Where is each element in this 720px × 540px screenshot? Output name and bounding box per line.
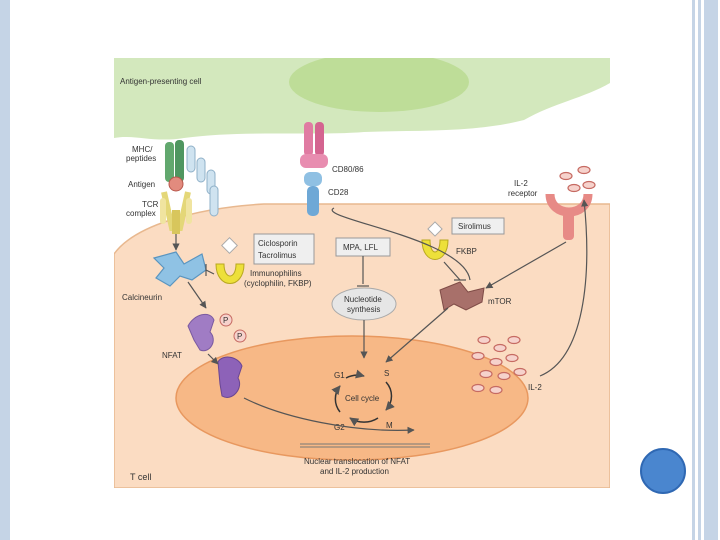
il2-molecules-nucleus <box>471 335 527 395</box>
immunophilin <box>215 263 245 284</box>
il2-molecules-outside <box>559 165 596 193</box>
cd80-label: CD80/86 <box>332 165 364 174</box>
nucleus <box>175 335 529 461</box>
slide-dot-ornament <box>640 448 686 494</box>
nucleotide-synthesis-node <box>331 287 397 321</box>
il2-receptor-label-line1: IL-2 <box>514 179 528 188</box>
arrow-receptor-to-mtor <box>485 241 567 289</box>
mhc-label-line2: peptides <box>126 154 156 163</box>
mtor-label: mTOR <box>488 297 512 306</box>
apc-label: Antigen-presenting cell <box>120 77 202 86</box>
immunophilin-drug-diamond <box>221 237 238 254</box>
phosphate-label: P <box>223 316 228 325</box>
s-label: S <box>384 369 389 378</box>
antigen-label: Antigen <box>128 180 155 189</box>
calcineurin-label: Calcineurin <box>122 293 162 302</box>
nfat-label: NFAT <box>162 351 182 360</box>
arrow-tcr-cd28-to-mtor <box>331 207 471 281</box>
sirolimus-box <box>451 217 505 235</box>
antigen-peptide <box>168 176 184 192</box>
left-frame-border <box>0 0 10 540</box>
cd28-molecule <box>304 172 322 216</box>
phosphate-label-released: P <box>237 332 242 341</box>
nucleotide-label-line1: Nucleotide <box>344 295 382 304</box>
tacrolimus-label: Tacrolimus <box>258 251 296 260</box>
arrow-nfat-nuclear-to-cycle <box>243 397 415 434</box>
nfat-nuclear <box>217 356 243 398</box>
arrow-il2-to-receptor <box>539 199 589 377</box>
inhibit-immunophilin-calcineurin <box>205 269 215 275</box>
fkbp-label: FKBP <box>456 247 477 256</box>
immunosuppression-pathway-diagram: Antigen-presenting cell T cell MHC/ pept… <box>113 52 611 489</box>
tcr-complex <box>160 191 192 234</box>
g1-label: G1 <box>334 371 345 380</box>
arrow-fkbp-to-mtor <box>443 261 461 281</box>
g2-label: G2 <box>334 423 345 432</box>
cell-cycle-label: Cell cycle <box>345 394 380 403</box>
right-frame-border <box>690 0 720 540</box>
mhc-peptide-complex <box>165 140 219 217</box>
nuclear-translocation-line2: and IL-2 production <box>320 467 389 476</box>
phosphate-group <box>219 313 233 327</box>
arrow-calcineurin-to-nfat <box>187 281 207 309</box>
apc-nucleus <box>289 52 469 112</box>
il2-label: IL-2 <box>528 383 542 392</box>
calcineurin <box>152 251 207 287</box>
ciclosporin-tacrolimus-box <box>253 233 315 265</box>
phosphate-group-released <box>233 329 247 343</box>
tcr-label-line1: TCR <box>142 200 159 209</box>
nucleotide-label-line2: synthesis <box>347 305 380 314</box>
cd28-label: CD28 <box>328 188 349 197</box>
il2-receptor-label-line2: receptor <box>508 189 538 198</box>
mhc-label-line1: MHC/ <box>132 145 153 154</box>
immunophilins-label-line1: Immunophilins <box>250 269 302 278</box>
m-label: M <box>386 421 393 430</box>
immunophilins-label-line2: (cyclophilin, FKBP) <box>244 279 312 288</box>
ciclosporin-label: Ciclosporin <box>258 239 298 248</box>
cd80-86-molecule <box>300 122 328 168</box>
nfat-phosphorylated <box>187 313 215 352</box>
t-cell-label: T cell <box>130 472 151 482</box>
cell-cycle-ring <box>331 369 395 427</box>
tcr-label-line2: complex <box>126 209 156 218</box>
sirolimus-label: Sirolimus <box>458 222 491 231</box>
arrow-mtor-to-cycle <box>385 307 449 363</box>
arrow-nfat-to-nucleus <box>207 353 219 365</box>
sirolimus-drug-diamond <box>427 221 443 237</box>
nuclear-translocation-line1: Nuclear translocation of NFAT <box>304 457 410 466</box>
mpa-lfl-label: MPA, LFL <box>343 243 379 252</box>
